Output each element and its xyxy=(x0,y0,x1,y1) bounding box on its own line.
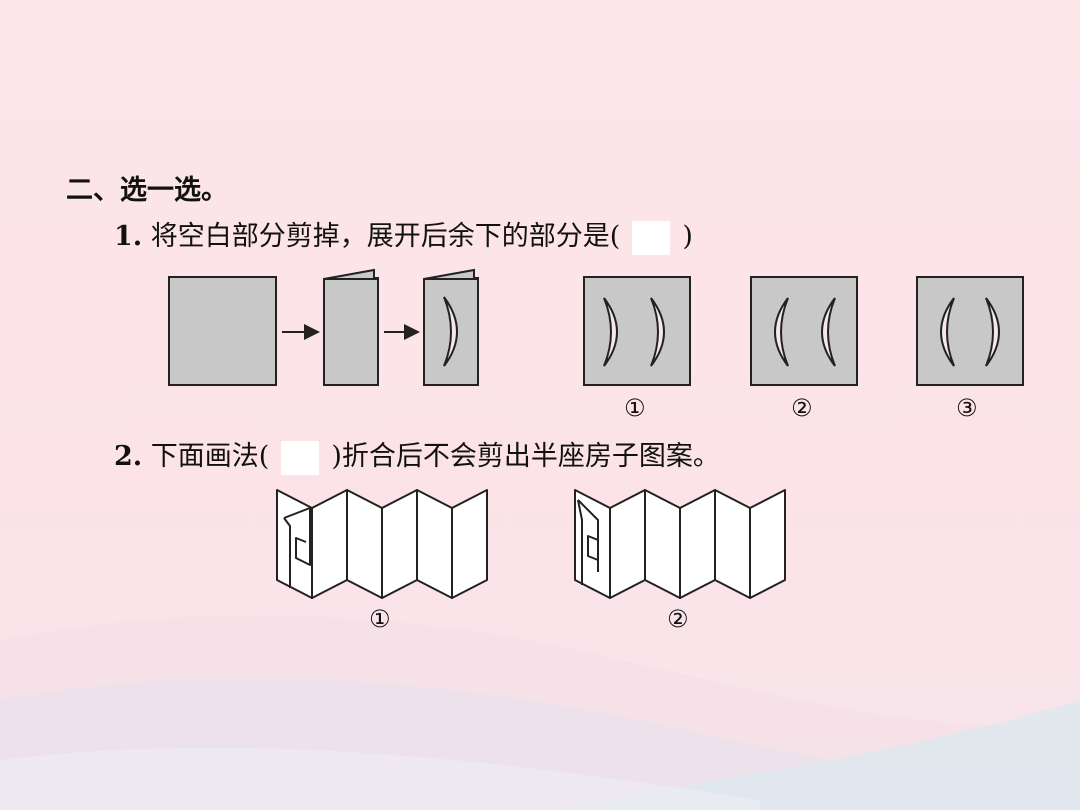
question-1-answer-blank[interactable] xyxy=(632,220,671,255)
paper-folded xyxy=(323,268,379,386)
question-1-option-3-label[interactable]: ③ xyxy=(956,394,978,422)
question-1-text: 将空白部分剪掉，展开后余下的部分是( xyxy=(150,221,621,252)
question-2-number: 2. xyxy=(114,441,143,472)
question-2-text: 下面画法( xyxy=(150,441,270,472)
paper-square xyxy=(168,276,277,386)
option-2-figure xyxy=(750,276,858,386)
question-1-close: ) xyxy=(682,221,693,252)
question-1-option-1-label[interactable]: ① xyxy=(624,394,646,422)
question-2-answer-blank[interactable] xyxy=(281,440,320,475)
option-1-folded-strip xyxy=(276,489,488,599)
option-2-folded-strip xyxy=(574,489,786,599)
option-3-figure xyxy=(916,276,1024,386)
question-2-option-2-label[interactable]: ② xyxy=(667,605,689,633)
question-1-number: 1. xyxy=(114,221,143,252)
section-title: 二、选一选。 xyxy=(66,175,228,206)
question-2-option-1-label[interactable]: ① xyxy=(369,605,391,633)
paper-folded-cut xyxy=(423,268,479,386)
question-1: 1. 将空白部分剪掉，展开后余下的部分是() xyxy=(114,214,693,255)
question-2: 2. 下面画法( )折合后不会剪出半座房子图案。 xyxy=(114,434,720,475)
question-1-option-2-label[interactable]: ② xyxy=(791,394,813,422)
option-1-figure xyxy=(583,276,691,386)
question-2-rest: )折合后不会剪出半座房子图案。 xyxy=(331,441,720,472)
